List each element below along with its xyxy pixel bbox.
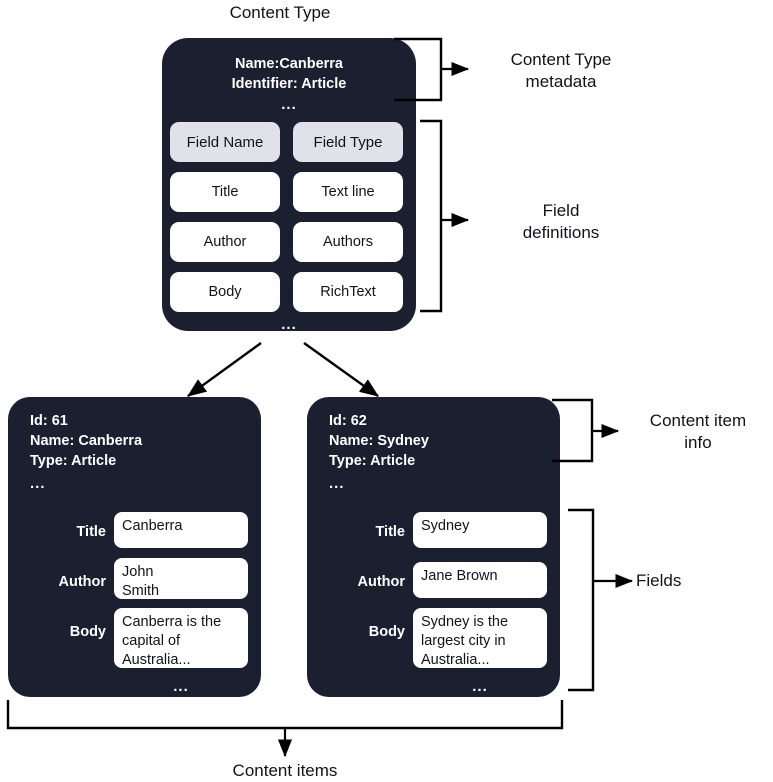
content-type-card: Name:Canberra Identifier: Article ... Fi…	[162, 38, 416, 333]
content-item-type: Type: Article	[30, 453, 117, 469]
item-field-label-title: Title	[76, 524, 106, 540]
annotation-content-item-info: Content item info	[649, 411, 747, 452]
field-name-header-chip: Field Name	[170, 122, 280, 162]
field-name-chip: Title	[170, 172, 280, 212]
item-field-label-body: Body	[69, 624, 106, 640]
item-field-label-author: Author	[357, 574, 405, 590]
annotation-content-items: Content items	[232, 761, 338, 780]
bracket-fields	[568, 508, 634, 692]
content-item-meta-ellipsis: ...	[30, 475, 46, 492]
content-type-identifier: Identifier: Article	[231, 76, 347, 92]
field-name-header-label: Field Name	[186, 133, 264, 151]
annotation-content-type-metadata: Content Type metadata	[510, 50, 612, 91]
annotation-fields: Fields	[636, 571, 682, 590]
bracket-content-item-info	[552, 398, 620, 463]
item-field-label-author: Author	[58, 574, 106, 590]
content-item-id: Id: 62	[329, 413, 367, 429]
field-name-value: Author	[203, 234, 247, 250]
content-item-card-canberra: Id: 61 Name: Canberra Type: Article ... …	[8, 397, 261, 697]
field-name-chip: Author	[170, 222, 280, 262]
content-type-bottom-ellipsis: ...	[281, 316, 297, 333]
item-field-value-title: Sydney	[413, 512, 547, 548]
field-name-value: Body	[208, 284, 242, 300]
content-item-meta-ellipsis: ...	[329, 475, 345, 492]
item-field-label-body: Body	[368, 624, 405, 640]
bracket-content-items	[6, 700, 564, 758]
field-name-chip: Body	[170, 272, 280, 312]
field-type-chip: Text line	[293, 172, 403, 212]
item-field-value-author: John Smith	[114, 558, 248, 599]
arrow-content-type-to-item-2	[303, 342, 379, 397]
item-field-value-body: Sydney is the largest city in Australia.…	[413, 608, 547, 668]
field-type-value: Text line	[321, 184, 375, 200]
content-item-bottom-ellipsis: ...	[472, 678, 488, 695]
content-item-name: Name: Canberra	[30, 433, 143, 449]
field-type-value: RichText	[320, 284, 376, 300]
annotation-field-definitions: Field definitions	[522, 201, 600, 242]
item-field-value-author: Jane Brown	[413, 562, 547, 598]
diagram-title: Content Type	[229, 3, 331, 22]
field-type-header-label: Field Type	[313, 133, 383, 151]
field-type-chip: Authors	[293, 222, 403, 262]
content-item-type: Type: Article	[329, 453, 416, 469]
field-type-header-chip: Field Type	[293, 122, 403, 162]
item-field-value-body: Canberra is the capital of Australia...	[114, 608, 248, 668]
field-type-chip: RichText	[293, 272, 403, 312]
bracket-field-definitions	[420, 119, 470, 313]
item-field-value-title: Canberra	[114, 512, 248, 548]
content-item-bottom-ellipsis: ...	[173, 678, 189, 695]
item-field-label-title: Title	[375, 524, 405, 540]
content-item-name: Name: Sydney	[329, 433, 429, 449]
arrow-content-type-to-item-1	[187, 342, 262, 397]
content-type-meta-ellipsis: ...	[281, 96, 297, 113]
content-item-id: Id: 61	[30, 413, 68, 429]
content-type-name: Name:Canberra	[235, 56, 343, 72]
field-type-value: Authors	[323, 234, 373, 250]
content-item-card-sydney: Id: 62 Name: Sydney Type: Article ... Ti…	[307, 397, 560, 697]
field-name-value: Title	[211, 184, 239, 200]
